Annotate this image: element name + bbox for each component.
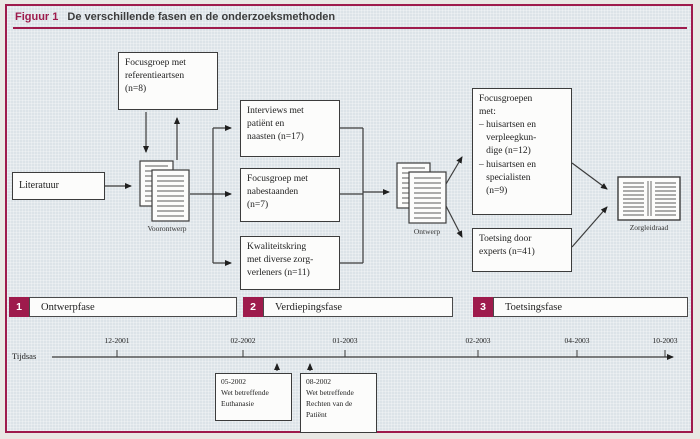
event-box-patientenrechten: 08-2002 Wet betreffende Rechten van de P… [300,373,377,433]
box-focusgroep-referentieartsen: Focusgroep met referentieartsen (n=8) [118,52,218,110]
figure-frame [5,4,693,433]
label-ontwerp: Ontwerp [413,227,441,236]
tick-label: 12-2001 [104,336,130,345]
phase-1-bar: Ontwerpfase [29,297,237,317]
box-literatuur: Literatuur [12,172,105,200]
box-toetsing-experts: Toetsing door experts (n=41) [472,228,572,272]
timeline-axis-label: Tijdsas [12,351,37,361]
header-rule [13,27,687,29]
phase-3-number: 3 [473,297,493,317]
label-zorgleidraad: Zorgleidraad [629,223,669,232]
phase-1-number: 1 [9,297,29,317]
figure-header: Figuur 1 De verschillende fasen en de ond… [15,11,335,23]
figure-number: Figuur 1 [15,11,59,23]
tick-label: 01-2003 [332,336,358,345]
box-focusgroep-nabestaanden: Focusgroep met nabestaanden (n=7) [240,168,340,222]
box-focusgroepen: Focusgroepen met: – huisartsen en verple… [472,88,572,215]
tick-label: 10-2003 [652,336,678,345]
phase-2-number: 2 [243,297,263,317]
label-voorontwerp: Voorontwerp [147,224,187,233]
phase-2-bar: Verdiepingsfase [263,297,453,317]
figure-title: De verschillende fasen en de onderzoeksm… [67,11,336,23]
tick-label: 02-2003 [465,336,491,345]
box-interviews: Interviews met patiënt en naasten (n=17) [240,100,340,157]
box-kwaliteitskring: Kwaliteitskring met diverse zorg- verlen… [240,236,340,290]
tick-label: 04-2003 [564,336,590,345]
tick-label: 02-2002 [230,336,256,345]
event-box-euthanasie: 05-2002 Wet betreffende Euthanasie [215,373,292,421]
phase-3-bar: Toetsingsfase [493,297,688,317]
